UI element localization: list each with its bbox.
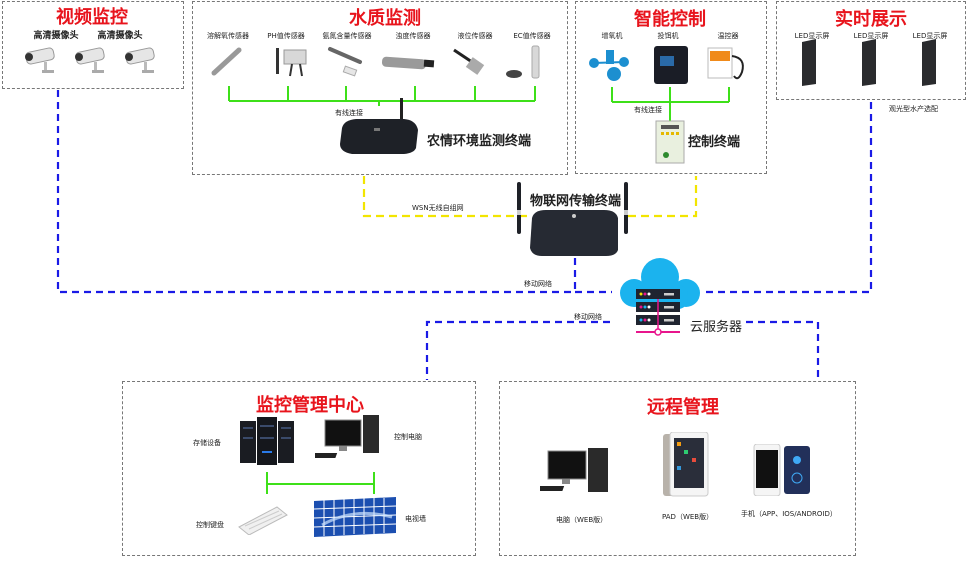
aerator-icon — [589, 50, 629, 81]
cloud-server-icon — [620, 258, 700, 336]
keyboard-icon — [238, 506, 288, 535]
led-screen-icon — [862, 39, 876, 86]
mobile-network-line-remote — [746, 320, 820, 380]
center-item-label: 控制电脑 — [394, 433, 422, 441]
led-screen-icon — [922, 39, 936, 86]
camera-icon — [25, 47, 55, 73]
server-unit — [636, 289, 680, 299]
mobile-network-line-display — [706, 102, 873, 294]
sensor-label: 氨氮含量传感器 — [322, 32, 372, 40]
led-screen-icons — [802, 39, 936, 86]
video-monitoring-title: 视频监控 — [56, 7, 128, 28]
device-label: 增氧机 — [601, 32, 623, 40]
level-sensor-icon — [453, 48, 485, 75]
wsn-label: WSN无线自组网 — [412, 204, 464, 212]
realtime-display-title: 实时展示 — [835, 9, 907, 30]
device-label: 投饵机 — [657, 32, 679, 40]
display-optional-note: 观光型水产选配 — [889, 105, 938, 113]
environment-terminal-label: 农情环境监测终端 — [427, 134, 532, 149]
remote-management-title: 远程管理 — [647, 397, 719, 418]
iot-terminal-label: 物联网传输终端 — [530, 190, 622, 209]
desktop-computer-icon — [540, 448, 608, 492]
mobile-network-label: 移动网络 — [574, 313, 602, 321]
wired-link-label: 有线连接 — [335, 109, 363, 117]
ammonia-sensor-icon — [328, 47, 362, 77]
mobile-network-line-center — [425, 320, 610, 380]
water-quality-title: 水质监测 — [349, 8, 421, 29]
led-screen-label: LED显示屏 — [794, 32, 830, 40]
turbidity-sensor-icon — [381, 56, 435, 70]
sensor-label: 溶解氧传感器 — [207, 32, 249, 40]
monitoring-center-title: 监控管理中心 — [256, 395, 364, 416]
sensor-wired-bus — [228, 86, 536, 106]
environment-terminal-icon — [340, 98, 418, 154]
video-wall-icon — [313, 497, 397, 537]
camera-label: 高清摄像头 — [33, 31, 79, 41]
control-cabinet-icon — [655, 120, 685, 164]
feeder-icon — [654, 46, 688, 84]
smartphone-icon — [753, 444, 810, 496]
mobile-network-line-video — [56, 90, 575, 294]
video-monitoring-panel — [2, 1, 184, 89]
monitoring-center-panel — [122, 381, 476, 556]
wsn-line — [362, 176, 528, 218]
sensor-label: 液位传感器 — [457, 32, 493, 40]
remote-item-label: 电脑（WEB版） — [556, 516, 608, 524]
wsn-line-right — [628, 176, 698, 218]
server-rack-icon — [240, 417, 294, 465]
wired-link-label: 有线连接 — [634, 106, 662, 114]
cloud-server-label: 云服务器 — [690, 320, 743, 335]
center-item-label: 电视墙 — [405, 515, 426, 523]
thermostat-icon — [707, 47, 744, 80]
center-item-label: 存储设备 — [193, 439, 221, 447]
sensor-label: PH值传感器 — [267, 32, 305, 40]
center-item-label: 控制键盘 — [196, 521, 224, 529]
sensor-icons — [211, 45, 540, 79]
remote-item-label: PAD（WEB版） — [662, 513, 714, 521]
mobile-network-label: 移动网络 — [524, 280, 552, 288]
led-screen-label: LED显示屏 — [912, 32, 948, 40]
control-device-icons — [589, 46, 744, 84]
sensor-label: EC值传感器 — [513, 32, 551, 40]
ph-sensor-icon — [276, 48, 307, 77]
led-screen-label: LED显示屏 — [853, 32, 889, 40]
probe-sensor-icon — [211, 47, 242, 76]
tablet-icon — [663, 432, 709, 497]
center-wired-link — [266, 472, 375, 494]
control-wired-bus — [611, 87, 730, 121]
iot-gateway-icon — [517, 182, 628, 256]
camera-icon — [75, 47, 105, 73]
remote-item-label: 手机（APP、IOS/ANDROID） — [741, 510, 837, 518]
device-label: 温控器 — [717, 32, 739, 40]
smart-control-title: 智能控制 — [634, 9, 706, 30]
camera-icon — [125, 47, 155, 73]
camera-icons — [25, 47, 155, 73]
desktop-computer-icon — [315, 415, 379, 458]
camera-label: 高清摄像头 — [97, 31, 143, 41]
control-terminal-label: 控制终端 — [688, 135, 741, 150]
ec-sensor-icon — [506, 45, 540, 79]
sensor-label: 浊度传感器 — [395, 32, 431, 40]
led-screen-icon — [802, 39, 816, 86]
